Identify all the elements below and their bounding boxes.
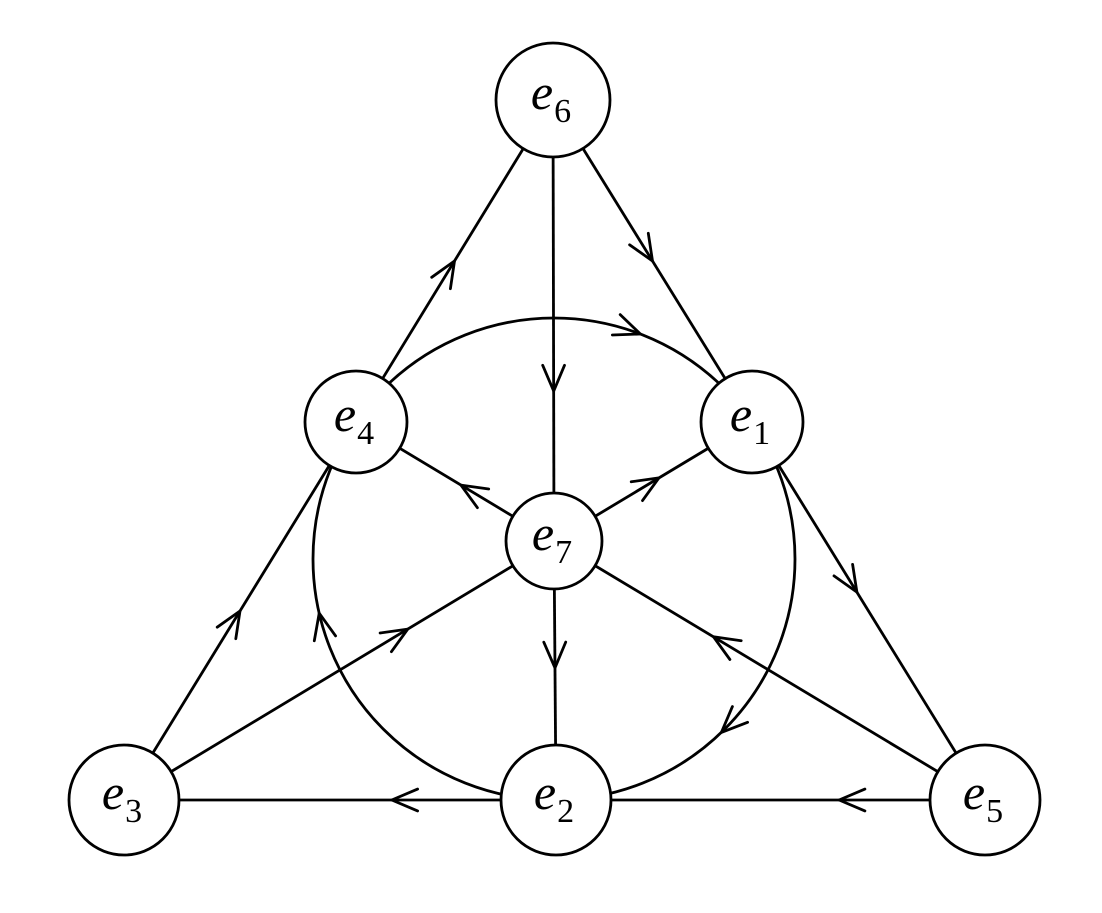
arrowhead-e7-e1 [629, 476, 661, 503]
arrowhead-circle-0 [611, 313, 642, 337]
arrowhead-e6-e1 [628, 231, 654, 263]
node-e4: e4 [303, 369, 409, 475]
node-label-e3: e3 [102, 764, 142, 830]
node-label-e5: e5 [963, 764, 1003, 830]
arrowhead-e5-e2 [837, 787, 867, 813]
node-circle-e7 [504, 491, 604, 591]
arrowhead-e6-e7 [541, 363, 566, 393]
arrowhead-e5-e7 [712, 635, 743, 661]
arrowhead-e3-e7 [378, 627, 410, 654]
node-circle-e3 [67, 743, 181, 857]
node-label-e4: e4 [334, 386, 374, 452]
arrowhead-e7-e4 [459, 483, 491, 510]
node-label-e1: e1 [730, 386, 770, 452]
arrowhead-e2-e3 [390, 787, 420, 813]
node-circle-e1 [699, 369, 805, 475]
node-circle-e5 [928, 743, 1042, 857]
arrowhead-e1-e5 [832, 563, 859, 594]
edge-e5-e7 [553, 539, 986, 802]
edge-e1-e5 [750, 421, 987, 801]
arrow-layer [215, 231, 867, 813]
arrowhead-e4-e6 [430, 259, 456, 291]
node-layer: e6 e4 e1 e7 e3 e2 e5 [67, 41, 1042, 857]
edge-e6-e7 [551, 99, 556, 542]
arrowhead-e7-e2 [542, 640, 568, 670]
node-circle-e4 [303, 369, 409, 475]
arrowhead-circle-2 [312, 611, 338, 643]
node-circle-e6 [494, 41, 612, 159]
arrowhead-e3-e4 [215, 609, 242, 641]
node-label-e2: e2 [534, 764, 574, 830]
edge-layer [122, 99, 987, 802]
edge-e3-e7 [123, 539, 555, 802]
node-e5: e5 [928, 743, 1042, 857]
node-e2: e2 [499, 743, 613, 857]
node-label-e7: e7 [532, 505, 572, 571]
node-e3: e3 [67, 743, 181, 857]
node-circle-e2 [499, 743, 613, 857]
node-label-e6: e6 [531, 64, 571, 130]
arrowhead-circle-1 [720, 705, 749, 734]
node-e6: e6 [494, 41, 612, 159]
node-e1: e1 [699, 369, 805, 475]
node-e7: e7 [504, 491, 604, 591]
